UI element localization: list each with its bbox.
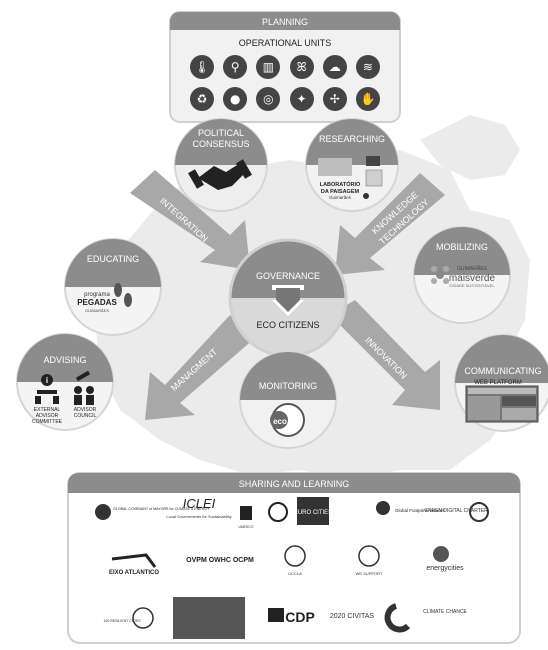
arrow-innovation (330, 300, 440, 410)
political-consensus-label-2: CONSENSUS (192, 139, 249, 149)
political-consensus-node (174, 118, 268, 212)
flower-icon (431, 266, 449, 284)
logo-unesco: UNESCO (239, 525, 254, 529)
logo-climate-chance: CLIMATE CHANCE (423, 609, 467, 615)
advising-right-1: ADVISOR (74, 407, 97, 413)
planning-title: PLANNING (262, 17, 308, 27)
logo-eurocities: EURO CITIES (294, 510, 332, 516)
lightbulb-icon: ✦ (289, 87, 314, 111)
footprints-icon (114, 283, 132, 307)
handshake-icon: ✋ (355, 87, 380, 111)
communicating-label: COMMUNICATING (464, 366, 541, 376)
monitoring-logo: eco (273, 417, 287, 426)
arrow-integration (130, 170, 250, 270)
logo-green-digital: GREEN DIGITAL CHARTER (424, 508, 488, 514)
educating-label: EDUCATING (87, 254, 139, 264)
researching-logo-1: LABORATÓRIO (320, 180, 361, 188)
logo-civitas: 2020 CIVITAS (330, 613, 375, 620)
mobilizing-logo-1: GUIMARÃES (457, 265, 488, 272)
logo-resilient-cities: 100 RESILIENT CITIES (103, 619, 141, 623)
arrow-managment (145, 315, 255, 420)
building-icon: ▥ (256, 55, 281, 79)
monitoring-label: MONITORING (259, 381, 317, 391)
logo-global-footprint: Global Footprint Network (395, 508, 446, 513)
mobilizing-logo-2: maisverde (449, 273, 496, 284)
eco-citizens-label: ECO CITIZENS (256, 320, 319, 330)
logo-global-covenant: GLOBAL COVENANT of MAYORS for CLIMATE & … (113, 507, 210, 511)
globe-icon: ◎ (256, 87, 281, 111)
web-platform-label: WEB PLATFORM (474, 380, 522, 386)
political-consensus-label-1: POLITICAL (198, 128, 244, 138)
mobilizing-node (413, 226, 511, 324)
educating-logo-1: programa (84, 292, 110, 298)
mobilizing-logo-3: CIDADE SUSTENTÁVEL (449, 283, 495, 288)
sharing-title: SHARING AND LEARNING (239, 479, 350, 489)
wind-turbine-icon: ✢ (322, 87, 347, 111)
water-drop-icon: ● (223, 87, 248, 111)
sound-wave-icon: ≋ (355, 55, 380, 79)
arrow-knowledge-technology (335, 173, 445, 275)
advising-right-2: COUNCIL (74, 413, 97, 419)
governance-node (228, 238, 348, 358)
council-icon (74, 370, 94, 405)
logo-energy-cities: energycities (426, 565, 464, 572)
operational-units-row2: ♻ ● ◎ ✦ ✢ ✋ (190, 87, 380, 111)
educating-logo-3: GUIMARÃES (85, 308, 109, 313)
monitoring-node (239, 351, 337, 449)
handshake-icon (198, 162, 248, 190)
logo-uccla: UCCLA (288, 571, 302, 576)
butterfly-icon: ꕤ (289, 55, 314, 79)
advising-label: ADVISING (43, 355, 86, 365)
planning-subtitle: OPERATIONAL UNITS (239, 38, 332, 48)
logo-ovpm: OVPM OWHC OCPM (186, 557, 254, 564)
advising-left-2: ADVISOR (36, 413, 59, 419)
educating-logo-2: PEGADAS (77, 298, 117, 307)
recycle-icon: ♻ (190, 87, 214, 111)
researching-label: RESEARCHING (319, 134, 385, 144)
logo-graphics (95, 497, 489, 639)
researching-logo-3: Guimarães (329, 195, 352, 200)
educating-node (64, 238, 162, 336)
mobilizing-label: MOBILIZING (436, 242, 488, 252)
logo-global-compact: WE SUPPORT (356, 571, 383, 576)
map-silhouette-upper (420, 115, 520, 180)
cloud-sun-icon: ☁ (322, 55, 347, 79)
logo-iclei: ICLEI (183, 496, 216, 511)
operational-units-row1: 🌡 ⚲ ▥ ꕤ ☁ ≋ (190, 55, 380, 79)
communicating-node (454, 334, 548, 432)
info-committee-icon: i (35, 374, 59, 404)
researching-logo-2: DA PAISAGEM (321, 189, 360, 195)
logo-cdp: CDP (285, 609, 315, 625)
advising-left-3: COMMITTEE (32, 419, 63, 425)
governance-label: GOVERNANCE (256, 271, 320, 281)
advising-node: i (16, 333, 114, 431)
svg-text:i: i (46, 376, 48, 385)
thermometer-icon: 🌡 (190, 55, 214, 79)
logo-eixo-atlantico: EIXO ATLANTICO (109, 570, 159, 576)
logo-iclei-sub: Local Governments for Sustainability (166, 514, 231, 519)
bicycle-icon: ⚲ (223, 55, 248, 79)
advising-left-1: EXTERNAL (34, 407, 61, 413)
researching-node (305, 118, 399, 212)
